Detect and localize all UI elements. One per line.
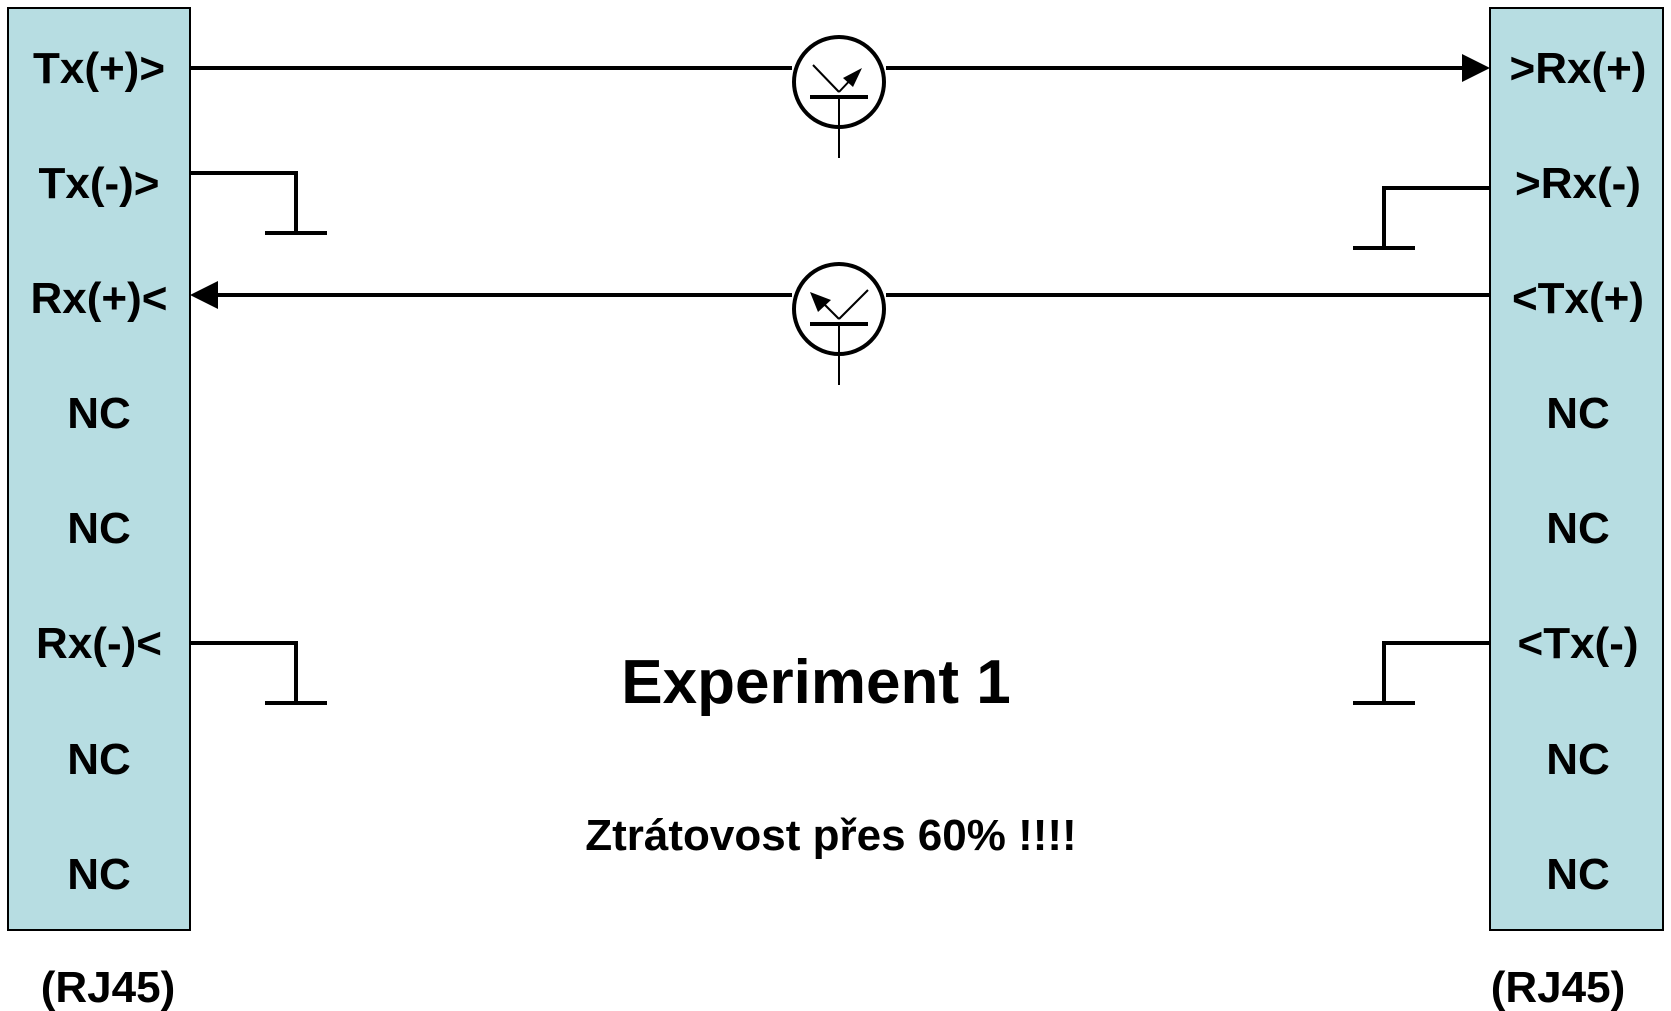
right-pin-8: NC (1546, 850, 1610, 899)
wire-right-rx-minus-ground (1382, 186, 1490, 248)
left-connector-label: (RJ45) (41, 963, 176, 1011)
wire-left-tx-minus-ground (190, 171, 298, 233)
right-pin-3: <Tx(+) (1512, 274, 1644, 323)
arrowhead-right-icon (1462, 54, 1490, 82)
right-pin-4: NC (1546, 389, 1610, 438)
right-pin-6: <Tx(-) (1518, 619, 1639, 668)
right-pin-7: NC (1546, 735, 1610, 784)
right-connector-label: (RJ45) (1491, 963, 1626, 1011)
arrowhead-left-icon (190, 281, 218, 309)
right-connector-block (1489, 7, 1664, 931)
right-pin-2: >Rx(-) (1515, 159, 1641, 208)
right-pin-5: NC (1546, 504, 1610, 553)
left-connector-block (7, 7, 191, 931)
transistor-icon (792, 35, 886, 158)
left-pin-2: Tx(-)> (39, 159, 160, 208)
left-pin-8: NC (67, 850, 131, 899)
left-pin-6: Rx(-)< (36, 619, 162, 668)
right-pin-1: >Rx(+) (1510, 44, 1647, 93)
wire-left-rx-minus-ground (190, 641, 298, 703)
left-pin-5: NC (67, 504, 131, 553)
loss-note: Ztrátovost přes 60% !!!! (585, 811, 1076, 860)
diagram-title: Experiment 1 (621, 648, 1010, 717)
left-pin-1: Tx(+)> (33, 44, 165, 93)
left-pin-3: Rx(+)< (31, 274, 168, 323)
left-pin-7: NC (67, 735, 131, 784)
transistor-icon (792, 262, 886, 385)
left-pin-4: NC (67, 389, 131, 438)
wire-right-tx-minus-ground (1382, 641, 1490, 703)
